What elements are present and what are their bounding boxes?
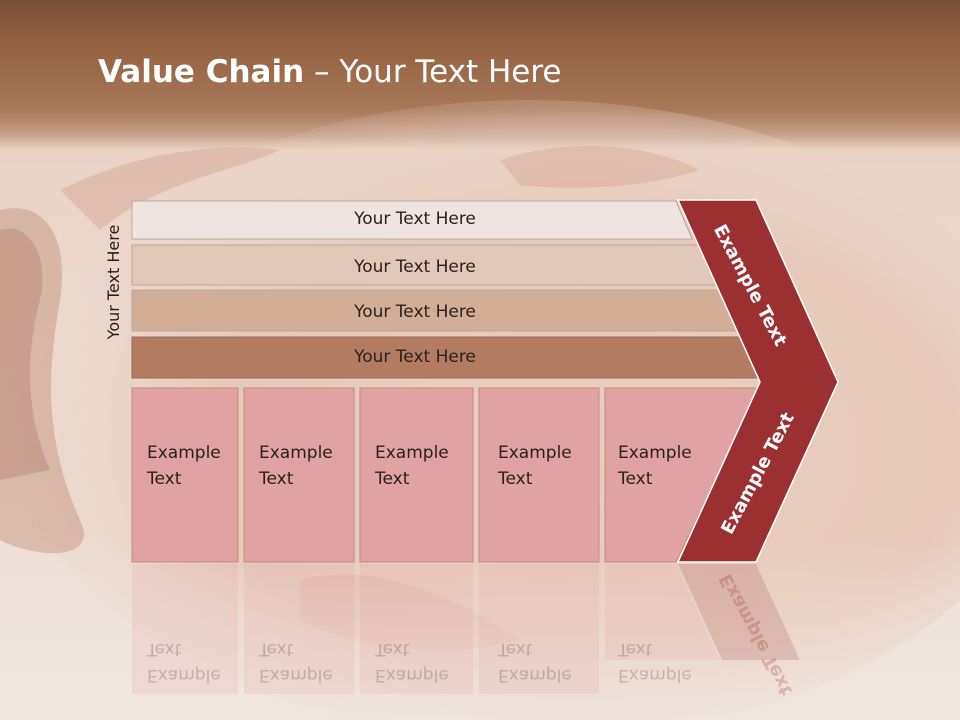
column-text-3-line1: Example [375,443,449,463]
row-label-3: Your Text Here [354,302,476,322]
reflection-text-2: Example Text [259,636,333,688]
column-text-5-line2: Text [618,469,653,489]
reflection-text-3-line2: Text [375,639,410,659]
column-box-5[interactable] [604,387,761,563]
reflection-text-2-line1: Example [259,665,333,685]
column-text-5: Example Text [618,440,692,492]
column-text-1-line2: Text [147,469,182,489]
reflection-text-1: Example Text [147,636,221,688]
reflection-text-1-line2: Text [147,639,182,659]
row-label-4: Your Text Here [354,347,476,367]
column-text-4-line1: Example [498,443,572,463]
column-text-2: Example Text [259,440,333,492]
column-text-3: Example Text [375,440,449,492]
chevron-arrow[interactable] [676,199,839,563]
reflection-text-4-line2: Text [498,639,533,659]
row-band-1[interactable] [131,200,693,240]
reflection-text-4: Example Text [498,636,572,688]
column-text-4: Example Text [498,440,572,492]
column-text-3-line2: Text [375,469,410,489]
reflection-text-4-line1: Example [498,665,572,685]
column-text-2-line2: Text [259,469,294,489]
row-label-1: Your Text Here [354,209,476,229]
column-text-4-line2: Text [498,469,533,489]
slide-title: Value Chain – Your Text Here [98,54,561,90]
reflection-text-1-line1: Example [147,665,221,685]
column-box-4[interactable] [478,387,600,563]
title-rest-part: – Your Text Here [304,54,562,90]
reflection-group [132,564,800,694]
reflection-text-3-line1: Example [375,665,449,685]
column-box-1[interactable] [131,387,239,563]
column-text-5-line1: Example [618,443,692,463]
reflection-text-5-line1: Example [618,665,692,685]
column-text-1: Example Text [147,440,221,492]
column-text-1-line1: Example [147,443,221,463]
row-label-2: Your Text Here [354,257,476,277]
title-bold-part: Value Chain [98,54,305,90]
column-box-3[interactable] [359,387,474,563]
reflection-text-2-line2: Text [259,639,294,659]
reflection-text-5-line2: Text [618,639,653,659]
column-box-2[interactable] [243,387,355,563]
column-text-2-line1: Example [259,443,333,463]
reflection-text-3: Example Text [375,636,449,688]
reflection-text-5: Example Text [618,636,692,688]
